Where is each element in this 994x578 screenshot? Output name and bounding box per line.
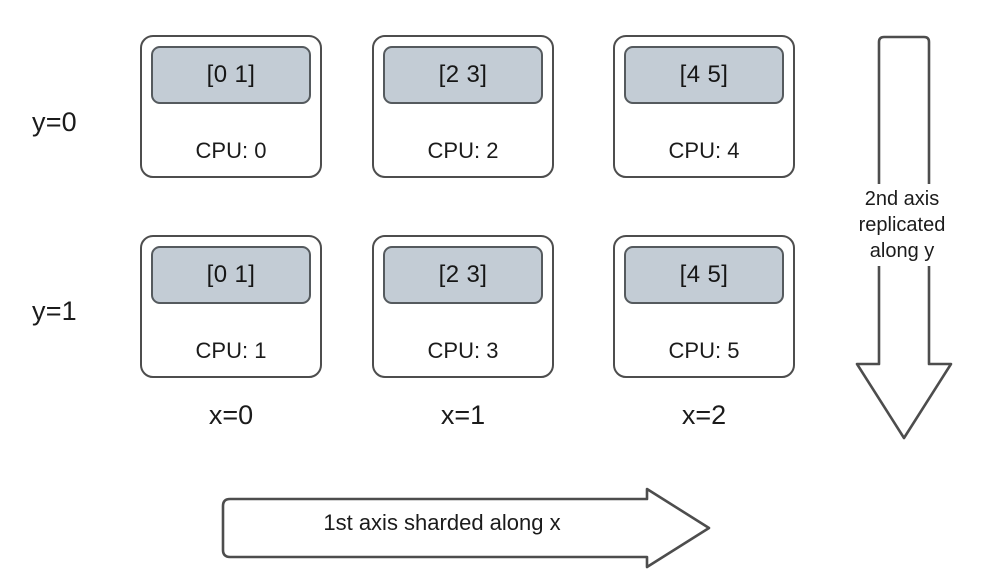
row-label-y0: y=0: [32, 107, 77, 137]
shard-label: [2 3]: [438, 261, 488, 288]
cpu-label: CPU: 3: [427, 338, 499, 363]
device-cell-x0-y0[interactable]: [0 1] CPU: 0: [140, 35, 322, 178]
device-cell-x2-y0[interactable]: [4 5] CPU: 4: [613, 35, 795, 178]
vertical-arrow-caption-line-1: 2nd axis: [864, 188, 940, 210]
shard-block: [0 1]: [151, 246, 311, 304]
shard-block: [2 3]: [383, 46, 543, 104]
device-cell-x1-y1[interactable]: [2 3] CPU: 3: [372, 235, 554, 378]
horizontal-arrow-shape: [221, 487, 711, 569]
device-cell-x0-y1[interactable]: [0 1] CPU: 1: [140, 235, 322, 378]
col-label-x1: x=1: [440, 400, 486, 430]
vertical-arrow-caption-line-3: along y: [869, 240, 935, 262]
shard-block: [4 5]: [624, 246, 784, 304]
cpu-label: CPU: 0: [195, 138, 267, 163]
cpu-label: CPU: 5: [668, 338, 740, 363]
device-cell-x1-y0[interactable]: [2 3] CPU: 2: [372, 35, 554, 178]
shard-label: [4 5]: [679, 61, 729, 88]
horizontal-arrow-caption: 1st axis sharded along x: [323, 510, 561, 535]
shard-block: [0 1]: [151, 46, 311, 104]
cpu-label: CPU: 1: [195, 338, 267, 363]
shard-block: [4 5]: [624, 46, 784, 104]
row-label-y1: y=1: [32, 296, 77, 326]
col-label-x2: x=2: [681, 400, 727, 430]
shard-label: [4 5]: [679, 261, 729, 288]
cpu-label: CPU: 2: [427, 138, 499, 163]
vertical-arrow-caption: 2nd axis replicated along y: [838, 184, 966, 266]
col-label-x0: x=0: [208, 400, 254, 430]
shard-label: [2 3]: [438, 61, 488, 88]
vertical-arrow-caption-line-2: replicated: [858, 214, 946, 236]
shard-label: [0 1]: [206, 261, 256, 288]
shard-label: [0 1]: [206, 61, 256, 88]
horizontal-arrow-right: [221, 487, 711, 569]
shard-block: [2 3]: [383, 246, 543, 304]
cpu-label: CPU: 4: [668, 138, 740, 163]
device-cell-x2-y1[interactable]: [4 5] CPU: 5: [613, 235, 795, 378]
